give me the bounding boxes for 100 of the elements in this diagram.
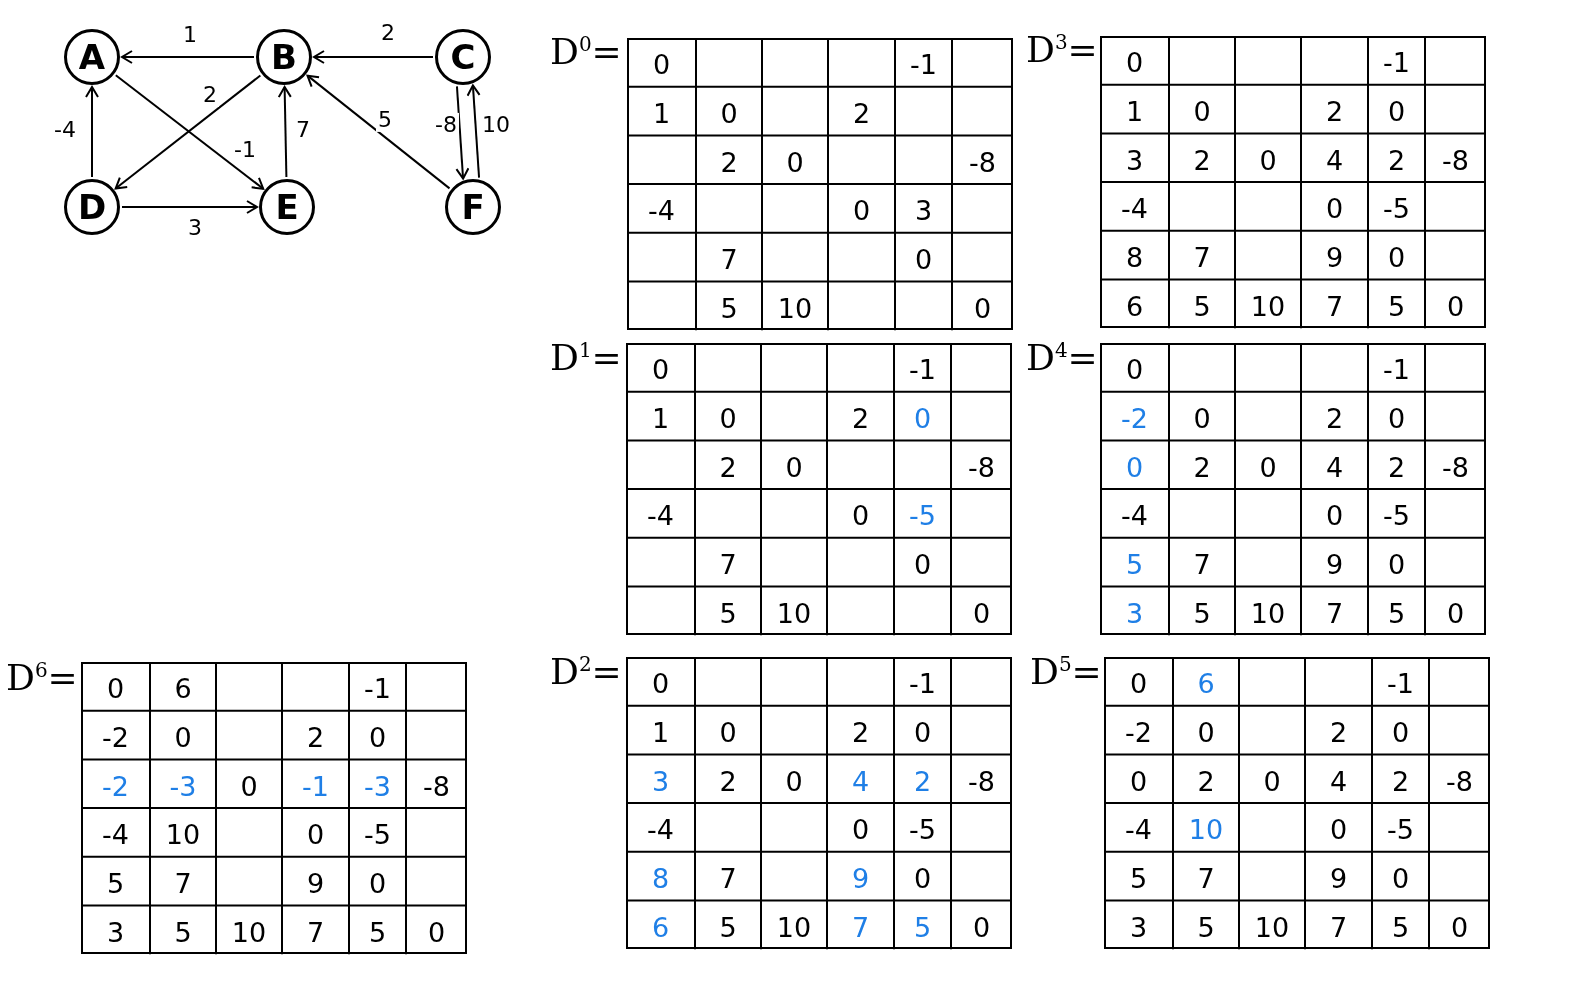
matrix-entry: 0 [851, 815, 870, 843]
matrix-entry: -1 [302, 772, 329, 800]
matrix-title: D$^{0}$= [550, 34, 622, 70]
matrix-entry: 0 [973, 294, 992, 322]
matrix-entry: 5 [719, 913, 737, 941]
matrix-entry: 5 [719, 599, 737, 627]
matrix-entry: 0 [786, 148, 804, 176]
matrix-entry: 0 [719, 718, 737, 746]
matrix-entry: 10 [777, 294, 813, 322]
matrix-entry: 0 [1391, 864, 1410, 892]
arrow [455, 85, 470, 180]
matrix-entry: 0 [651, 355, 670, 383]
matrix-entry: 5 [174, 918, 192, 946]
matrix-entry: 7 [719, 550, 737, 578]
matrix-entry: 0 [1125, 453, 1144, 481]
graph-node: F [445, 179, 501, 235]
matrix-entry: 3 [1129, 913, 1148, 941]
matrix-entry: 3 [106, 918, 125, 946]
matrix-entry: 5 [1197, 913, 1215, 941]
matrix-title: D$^{3}$= [1026, 32, 1098, 68]
arrow [466, 84, 481, 179]
matrix-entry: 9 [1325, 550, 1344, 578]
matrix-entry: 9 [1325, 243, 1344, 271]
matrix-entry: 9 [306, 869, 325, 897]
matrix-entry: 10 [776, 599, 812, 627]
matrix-entry: 2 [719, 767, 737, 795]
matrix-entry: 0 [1129, 669, 1148, 697]
matrix-entry: 0 [1450, 913, 1469, 941]
matrix-entry: 6 [1125, 292, 1144, 320]
matrix-entry: 2 [1325, 404, 1344, 432]
matrix-entry: 0 [972, 913, 991, 941]
matrix-entry: 2 [851, 718, 870, 746]
matrix-entry: 5 [1125, 550, 1144, 578]
matrix-entry: 6 [174, 674, 192, 702]
matrix-entry: -5 [1383, 501, 1410, 529]
matrix-entry: 0 [1259, 453, 1277, 481]
matrix-entry: 0 [1325, 194, 1344, 222]
matrix-entry: 4 [1329, 767, 1348, 795]
matrix-entry: 10 [776, 913, 812, 941]
graph-node: B [256, 29, 312, 85]
arrow [306, 74, 451, 190]
matrix-entry: 7 [174, 869, 192, 897]
matrix-entry: -5 [1383, 194, 1410, 222]
matrix-entry: 0 [1387, 404, 1406, 432]
matrix-entry: -1 [1387, 669, 1414, 697]
matrix-entry: 3 [914, 196, 933, 224]
matrix-entry: -1 [909, 669, 936, 697]
matrix-entry: 5 [1387, 292, 1406, 320]
matrix-entry: 4 [1325, 146, 1344, 174]
matrix-entry: 0 [1329, 815, 1348, 843]
matrix-entry: 2 [1387, 453, 1406, 481]
matrix-entry: 0 [306, 820, 325, 848]
matrix-entry: 0 [1446, 292, 1465, 320]
matrix-entry: 2 [851, 404, 870, 432]
matrix-entry: 9 [851, 864, 870, 892]
matrix-entry: 0 [785, 453, 803, 481]
matrix-entry: -8 [1442, 146, 1469, 174]
matrix-entry: 0 [1125, 355, 1144, 383]
matrix-entry: 2 [1387, 146, 1406, 174]
matrix-entry: 0 [1259, 146, 1277, 174]
matrix-entry: 2 [1193, 453, 1211, 481]
matrix-entry: 5 [1387, 599, 1406, 627]
matrix-entry: -3 [169, 772, 197, 800]
matrix-entry: -1 [910, 50, 937, 78]
matrix-entry: 0 [852, 196, 871, 224]
matrix-entry: -8 [1442, 453, 1469, 481]
matrix-entry: 0 [720, 99, 738, 127]
matrix-entry: -2 [1121, 404, 1148, 432]
matrix-entry: 3 [1125, 146, 1144, 174]
matrix-title: D$^{1}$= [550, 340, 622, 376]
matrix-entry: 2 [719, 453, 737, 481]
matrix-entry: 7 [851, 913, 870, 941]
arrow [121, 50, 255, 64]
matrix-entry: 3 [1125, 599, 1144, 627]
matrix-entry: 8 [1125, 243, 1144, 271]
matrix-entry: 0 [1325, 501, 1344, 529]
matrix-entry: 7 [1325, 599, 1344, 627]
matrix-entry: -8 [968, 453, 995, 481]
matrix-entry: 0 [913, 864, 932, 892]
matrix-entry: 5 [1193, 599, 1211, 627]
matrix-entry: 0 [368, 723, 387, 751]
matrix-entry: 2 [1391, 767, 1410, 795]
matrix-entry: 10 [165, 820, 201, 848]
matrix-entry: 10 [1188, 815, 1224, 843]
matrix-entry: 2 [1329, 718, 1348, 746]
arrow [313, 50, 434, 64]
matrix-entry: 0 [651, 669, 670, 697]
matrix-entry: 0 [785, 767, 803, 795]
matrix-entry: 5 [1193, 292, 1211, 320]
matrix-entry: 7 [306, 918, 325, 946]
matrix-entry: -4 [1121, 501, 1148, 529]
matrix-entry: 0 [719, 404, 737, 432]
matrix-entry: 0 [1387, 97, 1406, 125]
matrix-entry: 7 [1329, 913, 1348, 941]
graph-node: E [259, 179, 315, 235]
matrix-entry: 5 [1391, 913, 1410, 941]
matrix-entry: -5 [1387, 815, 1414, 843]
matrix-entry: 10 [1250, 292, 1286, 320]
matrix-entry: 7 [1193, 243, 1211, 271]
matrix-entry: -5 [909, 815, 936, 843]
